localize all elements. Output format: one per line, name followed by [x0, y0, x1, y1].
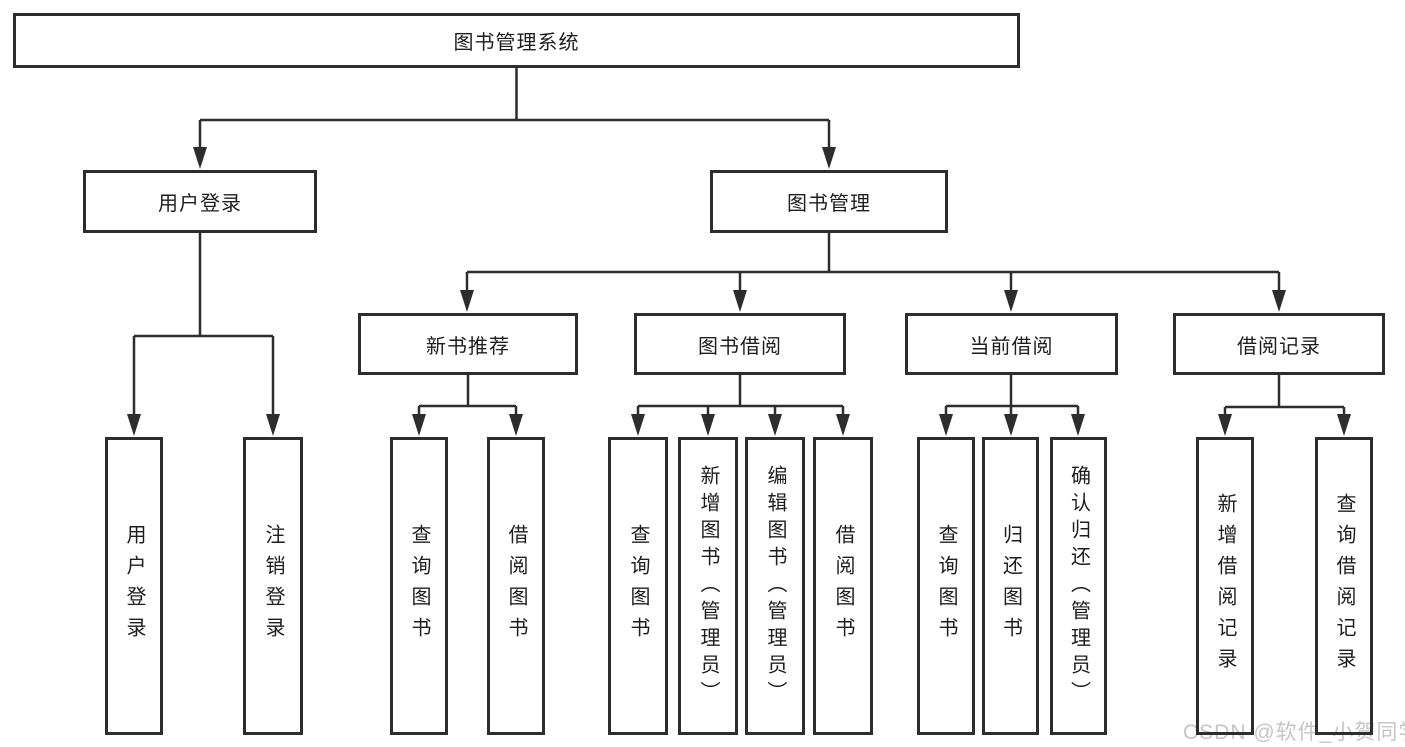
- node-label: 图书借阅: [698, 335, 782, 358]
- leaf-query-borrow-record: 查询借阅记录: [1315, 437, 1373, 735]
- leaf-label: 查询图书: [408, 524, 430, 648]
- arrowhead: [631, 414, 645, 436]
- arrowhead: [1218, 414, 1232, 436]
- arrowhead: [733, 290, 747, 312]
- connector-current-to-leaves: [944, 375, 1080, 416]
- leaf-label: 查询图书: [627, 524, 649, 648]
- arrowhead: [509, 414, 523, 436]
- leaf-label: 查询图书: [935, 524, 957, 648]
- csdn-watermark: CSDN @软件_小贺同学: [1183, 721, 1405, 744]
- arrowhead: [412, 414, 426, 436]
- arrowheads: [127, 147, 1351, 436]
- leaf-borrow-books-recommend: 借阅图书: [487, 437, 545, 735]
- leaf-label: 确认归还（管理员）: [1067, 464, 1090, 708]
- arrowhead: [1337, 414, 1351, 436]
- leaf-add-borrow-record: 新增借阅记录: [1196, 437, 1254, 735]
- node-current-borrowing: 当前借阅: [905, 313, 1118, 375]
- node-new-book-recommendation: 新书推荐: [358, 313, 578, 375]
- arrowhead: [193, 147, 207, 169]
- connector-root-to-level2: [198, 68, 831, 150]
- node-label: 借阅记录: [1237, 335, 1321, 358]
- arrowhead: [1004, 414, 1018, 436]
- leaf-add-books-admin: 新增图书（管理员）: [678, 437, 738, 735]
- leaf-label: 归还图书: [999, 524, 1022, 648]
- leaf-edit-books-admin: 编辑图书（管理员）: [745, 437, 805, 735]
- arrowhead: [822, 147, 836, 169]
- arrowhead: [127, 414, 141, 436]
- leaf-return-books: 归还图书: [982, 437, 1039, 735]
- leaf-borrow-books-borrowing: 借阅图书: [813, 437, 873, 735]
- connector-book-management-to-level3: [465, 233, 1281, 292]
- node-label: 图书管理系统: [453, 32, 580, 54]
- node-label: 新书推荐: [426, 335, 510, 358]
- leaf-label: 新增借阅记录: [1214, 493, 1236, 679]
- leaf-user-login: 用户登录: [105, 437, 163, 735]
- node-label: 当前借阅: [969, 335, 1054, 358]
- leaf-confirm-return-admin: 确认归还（管理员）: [1050, 437, 1107, 735]
- leaf-label: 编辑图书（管理员）: [764, 464, 786, 708]
- node-book-borrowing: 图书借阅: [634, 313, 846, 375]
- arrowhead: [460, 290, 474, 312]
- leaf-label: 注销登录: [262, 524, 284, 648]
- arrowhead: [701, 414, 715, 436]
- connector-records-to-leaves: [1223, 375, 1346, 416]
- node-borrowing-records: 借阅记录: [1173, 313, 1385, 375]
- arrowhead: [1004, 290, 1018, 312]
- leaf-query-books-recommend: 查询图书: [390, 437, 448, 735]
- leaf-query-books-current: 查询图书: [917, 437, 975, 735]
- connector-recommendation-to-leaves: [417, 375, 518, 416]
- arrowhead: [836, 414, 850, 436]
- node-library-management-system: 图书管理系统: [13, 13, 1020, 68]
- leaf-label: 查询借阅记录: [1333, 493, 1355, 679]
- arrowhead: [768, 414, 782, 436]
- arrowhead: [1071, 414, 1085, 436]
- node-label: 图书管理: [787, 193, 871, 215]
- leaf-label: 借阅图书: [505, 524, 527, 648]
- arrowhead: [1272, 290, 1286, 312]
- leaf-logout: 注销登录: [243, 437, 303, 735]
- leaf-label: 新增图书（管理员）: [697, 464, 719, 708]
- connector-borrowing-to-leaves: [636, 375, 845, 416]
- connector-user-login-to-leaves: [132, 233, 275, 416]
- node-label: 用户登录: [158, 193, 242, 215]
- arrowhead: [939, 414, 953, 436]
- arrowhead: [266, 414, 280, 436]
- leaf-label: 用户登录: [123, 524, 145, 648]
- leaf-query-books-borrowing: 查询图书: [608, 437, 668, 735]
- node-book-management: 图书管理: [710, 170, 948, 233]
- leaf-label: 借阅图书: [832, 524, 854, 648]
- node-user-login: 用户登录: [83, 170, 317, 233]
